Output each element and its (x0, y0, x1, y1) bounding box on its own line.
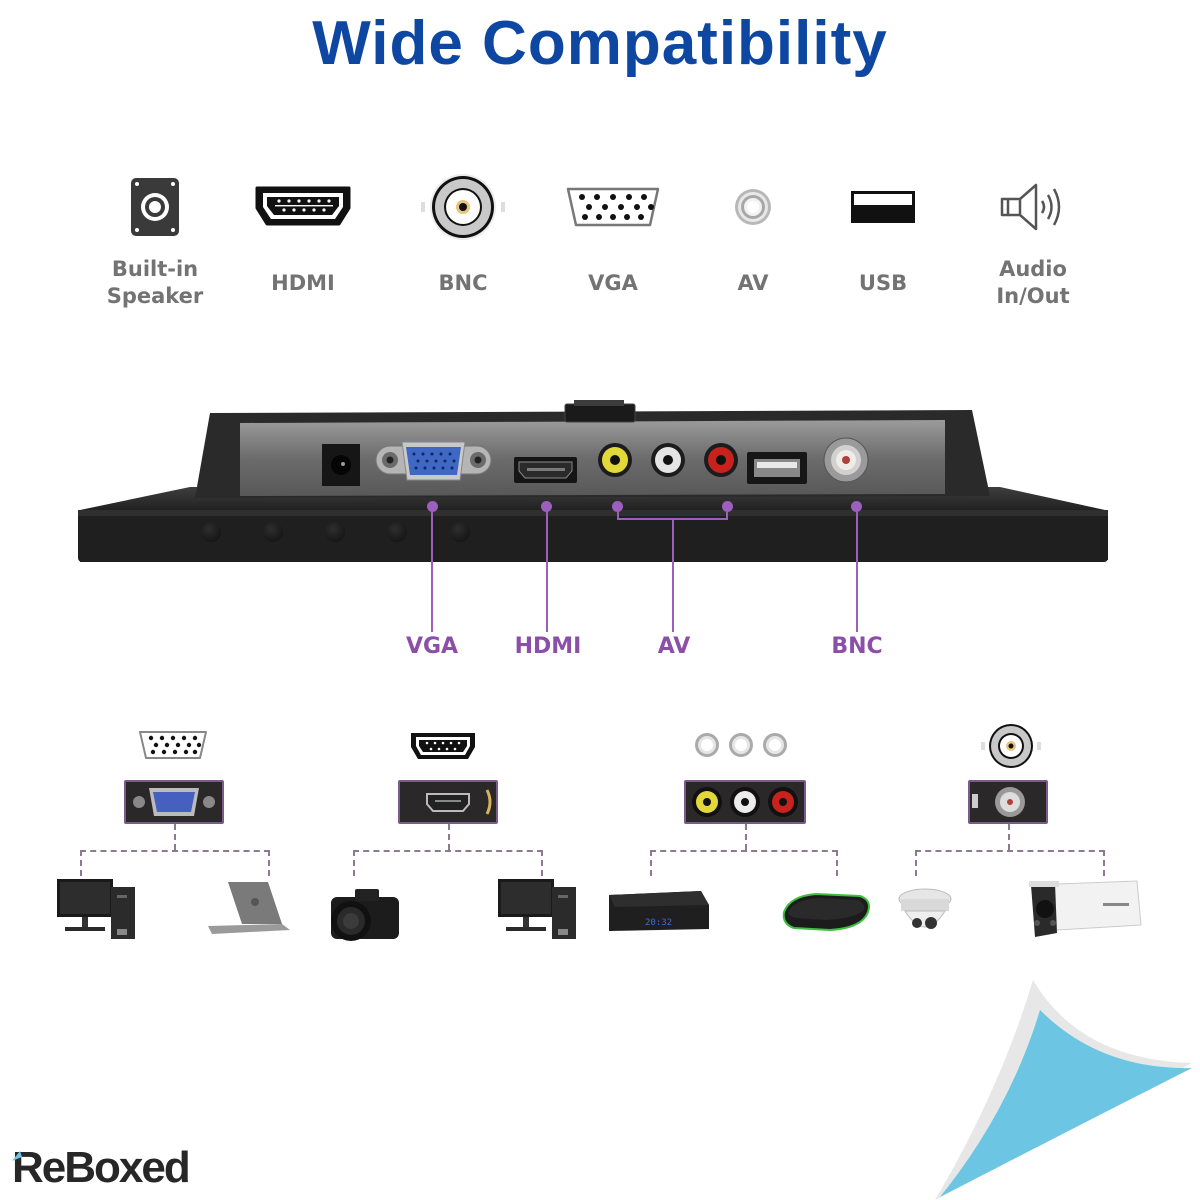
feature-av: AV (678, 172, 828, 297)
bnc-port-thumbnail (968, 780, 1048, 824)
vga-connector-icon (133, 788, 215, 816)
feature-bnc: BNC (388, 172, 538, 297)
page-title: Wide Compatibility (312, 9, 888, 78)
feature-label: BNC (438, 271, 488, 295)
callout-dot (612, 501, 623, 512)
connector-line (80, 850, 270, 852)
brand-logo: ReBoxed (12, 1143, 191, 1193)
tv-box-display: 20:32 (645, 918, 672, 928)
callout-dot (541, 501, 552, 512)
connector-line (650, 850, 652, 876)
laptop-icon (208, 882, 290, 934)
connector-line (836, 850, 838, 876)
feature-label: HDMI (271, 271, 335, 295)
feature-hdmi: HDMI (228, 172, 378, 297)
feature-label: Built-in (111, 257, 199, 281)
hdmi-connector-icon (426, 789, 492, 815)
callout-line (672, 519, 674, 632)
callout-dot (851, 501, 862, 512)
speaker-icon (131, 178, 179, 236)
streaming-box-icon (782, 892, 870, 932)
group-hdmi (300, 730, 590, 950)
usb-port-icon (851, 191, 915, 223)
feature-label: AV (737, 271, 769, 295)
rca-jacks-icon (692, 787, 798, 817)
callout-line (431, 507, 433, 632)
callout-line (546, 507, 548, 632)
brand-logo-text: ReBoxed (12, 1143, 191, 1192)
av-port-icon (735, 189, 771, 225)
bnc-port-icon (981, 724, 1041, 768)
connector-line (915, 850, 1105, 852)
connector-line (268, 850, 270, 876)
callout-line (726, 507, 728, 519)
dome-camera-icon (898, 888, 952, 929)
tv-box-icon: 20:32 (609, 891, 709, 931)
callout-line (856, 507, 858, 632)
connector-line (1008, 824, 1010, 850)
bnc-port-icon (421, 174, 505, 240)
port-label-av: AV (657, 634, 691, 659)
desktop-pc-icon (57, 879, 135, 939)
logo-curl-icon (12, 1151, 22, 1161)
connector-line (353, 850, 355, 876)
connector-line (541, 850, 543, 876)
port-label-bnc: BNC (831, 634, 883, 659)
page-curl-decoration (935, 980, 1192, 1200)
audio-speaker-icon (1000, 183, 1061, 231)
feature-label: Speaker (106, 284, 204, 308)
desktop-pc-icon (498, 879, 576, 939)
connector-line (1103, 850, 1105, 876)
callout-dot (427, 501, 438, 512)
group-bnc (880, 724, 1170, 950)
group-av: 20:32 (600, 730, 890, 950)
av-port-icon (695, 733, 787, 757)
connector-line (745, 824, 747, 850)
connector-line (174, 824, 176, 850)
hdmi-port-icon (255, 186, 351, 226)
port-label-hdmi: HDMI (514, 634, 582, 659)
callout-line (617, 507, 619, 519)
dslr-camera-icon (331, 889, 399, 941)
bnc-connector-icon (972, 787, 1025, 817)
group-vga (30, 730, 320, 950)
connector-line (915, 850, 917, 876)
port-label-vga: VGA (405, 634, 459, 659)
feature-vga: VGA (538, 172, 688, 297)
connector-line (650, 850, 838, 852)
connector-line (448, 824, 450, 850)
feature-label: In/Out (996, 284, 1070, 308)
av-port-thumbnail (684, 780, 806, 824)
vga-port-icon (139, 731, 207, 759)
monitor-port-panel (78, 400, 1108, 562)
hdmi-port-thumbnail (398, 780, 498, 824)
feature-label: VGA (588, 271, 638, 295)
vga-port-thumbnail (124, 780, 224, 824)
feature-usb: USB (808, 172, 958, 297)
connector-line (353, 850, 543, 852)
hdmi-port-icon (411, 733, 475, 759)
callout-dot (722, 501, 733, 512)
feature-label: USB (858, 271, 908, 295)
feature-label: Audio (999, 257, 1067, 281)
connector-line (80, 850, 82, 876)
vga-port-icon (566, 187, 660, 227)
bullet-camera-icon (1029, 880, 1142, 937)
